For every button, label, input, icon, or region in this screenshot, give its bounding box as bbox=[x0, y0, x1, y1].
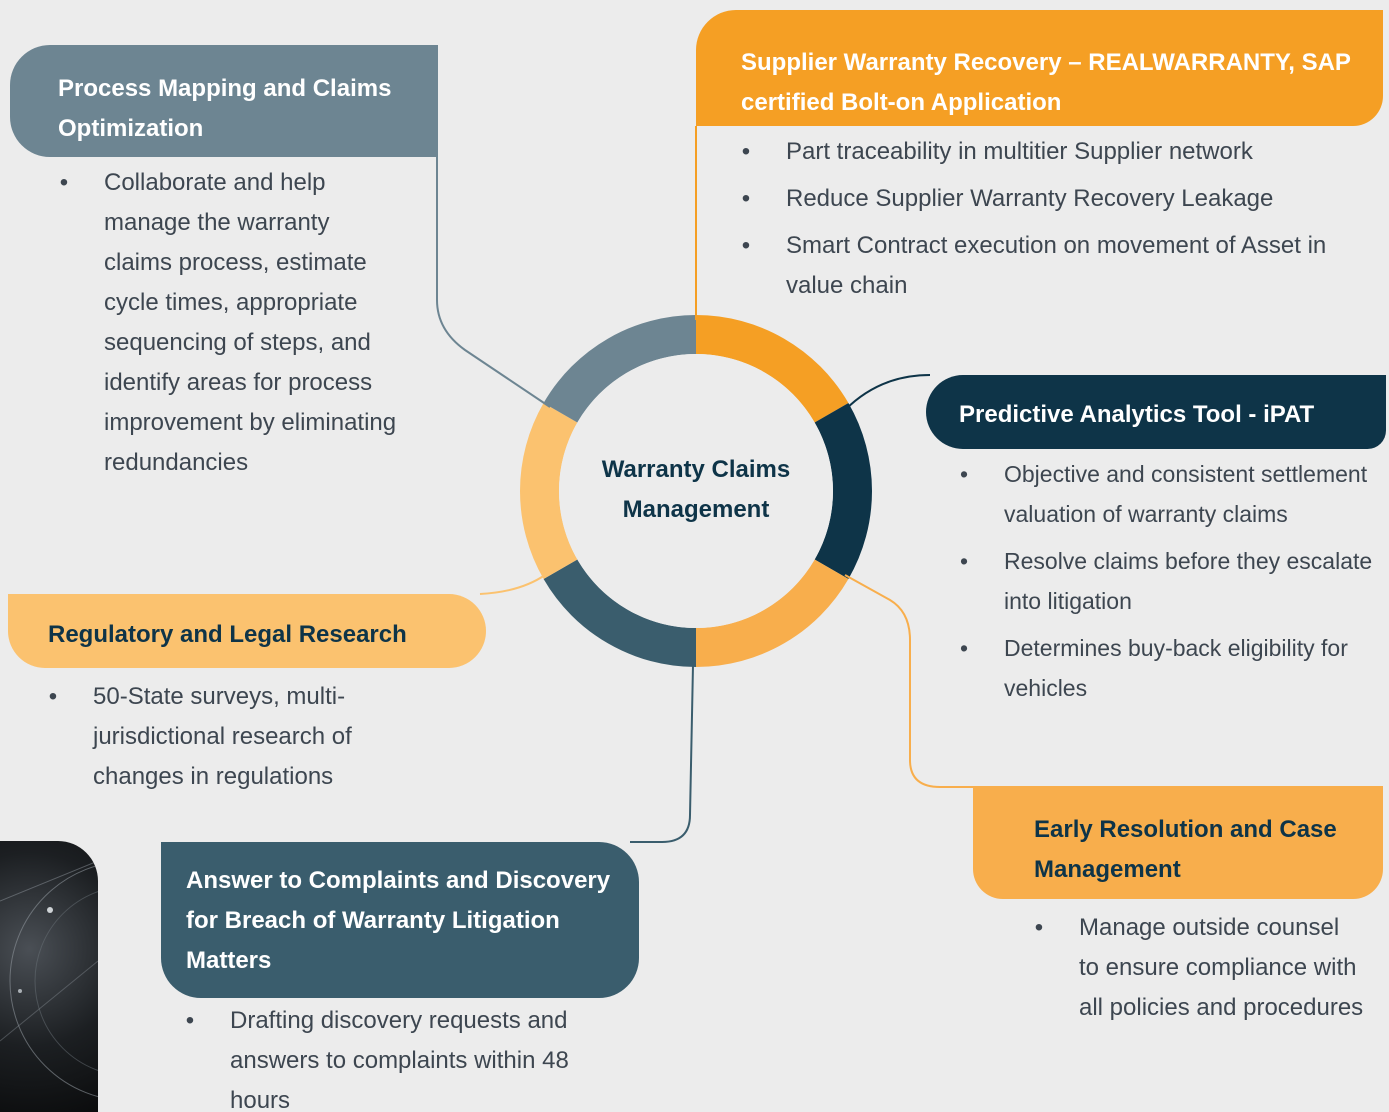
answer-bullet-text: Drafting discovery requests and answers … bbox=[230, 1007, 569, 1112]
predictive-bullet-text: Resolve claims before they escalate into… bbox=[1004, 548, 1373, 614]
predictive-analytics-header: Predictive Analytics Tool - iPAT bbox=[926, 375, 1386, 449]
predictive-bullet-item: • Resolve claims before they escalate int… bbox=[959, 541, 1389, 621]
bullet-dot-icon: • bbox=[59, 169, 69, 196]
early-bullet-text: Manage outside counsel to ensure complia… bbox=[1079, 914, 1364, 1021]
ring-segment-answer bbox=[543, 559, 696, 667]
predictive-bullet-item: • Objective and consistent settlement val… bbox=[959, 454, 1389, 534]
supplier-bullet-text: Reduce Supplier Warranty Recovery Leakag… bbox=[786, 185, 1274, 212]
answer-bullet-item: • Drafting discovery requests and answers… bbox=[185, 1001, 605, 1112]
connector-answer bbox=[630, 664, 694, 843]
bullet-dot-icon: • bbox=[741, 185, 751, 212]
early-resolution-header: Early Resolution and Case Management bbox=[973, 787, 1383, 899]
connector-process bbox=[436, 157, 551, 408]
globe-lines-graphic bbox=[0, 860, 98, 1098]
supplier-bullet-text: Smart Contract execution on movement of … bbox=[786, 232, 1327, 299]
supplier-bullet-item: • Reduce Supplier Warranty Recovery Leaka… bbox=[741, 179, 1371, 219]
center-ring bbox=[520, 315, 872, 667]
connector-early bbox=[844, 574, 1383, 788]
supplier-bullet-text: Part traceability in multitier Supplier … bbox=[786, 138, 1253, 165]
ring-segment-supplier bbox=[696, 315, 849, 423]
bullet-dot-icon: • bbox=[741, 232, 751, 259]
bullet-dot-icon: • bbox=[741, 138, 751, 165]
decorative-globe-image bbox=[0, 841, 98, 1112]
bullet-dot-icon: • bbox=[959, 635, 969, 661]
regulatory-research-bullets: • 50-State surveys, multi-jurisdictional … bbox=[48, 677, 388, 804]
bullet-dot-icon: • bbox=[959, 548, 969, 574]
supplier-warranty-header: Supplier Warranty Recovery – REALWARRANT… bbox=[696, 10, 1383, 126]
regulatory-research-header: Regulatory and Legal Research bbox=[8, 594, 486, 668]
ring-segment-early bbox=[696, 559, 849, 667]
early-bullet-item: • Manage outside counsel to ensure compli… bbox=[1034, 908, 1364, 1028]
connector-regulatory bbox=[479, 574, 546, 595]
supplier-bullet-item: • Part traceability in multitier Supplier… bbox=[741, 132, 1371, 172]
bullet-dot-icon: • bbox=[959, 461, 969, 487]
ring-segment-predictive bbox=[814, 403, 872, 579]
answer-complaints-bullets: • Drafting discovery requests and answers… bbox=[185, 1001, 605, 1112]
bullet-dot-icon: • bbox=[1034, 914, 1044, 941]
ring-segment-regulatory bbox=[520, 403, 578, 579]
predictive-analytics-bullets: • Objective and consistent settlement val… bbox=[959, 454, 1389, 715]
regulatory-bullet-text: 50-State surveys, multi-jurisdictional r… bbox=[93, 683, 352, 790]
process-bullet-text: Collaborate and help manage the warranty… bbox=[104, 169, 397, 476]
ring-segment-process bbox=[543, 315, 696, 423]
predictive-bullet-text: Objective and consistent settlement valu… bbox=[1004, 461, 1368, 527]
answer-complaints-header: Answer to Complaints and Discovery for B… bbox=[161, 842, 639, 998]
bullet-dot-icon: • bbox=[185, 1007, 195, 1034]
process-mapping-header: Process Mapping and Claims Optimization bbox=[10, 45, 438, 157]
early-resolution-bullets: • Manage outside counsel to ensure compli… bbox=[1034, 908, 1364, 1035]
ring-center-disc bbox=[559, 354, 833, 628]
regulatory-bullet-item: • 50-State surveys, multi-jurisdictional … bbox=[48, 677, 388, 797]
process-mapping-bullets: • Collaborate and help manage the warrant… bbox=[59, 163, 399, 490]
predictive-bullet-text: Determines buy-back eligibility for vehi… bbox=[1004, 635, 1348, 701]
bullet-dot-icon: • bbox=[48, 683, 58, 710]
supplier-bullet-item: • Smart Contract execution on movement of… bbox=[741, 226, 1371, 306]
connector-lines bbox=[436, 126, 1383, 843]
predictive-bullet-item: • Determines buy-back eligibility for veh… bbox=[959, 628, 1389, 708]
connector-predictive bbox=[844, 374, 931, 411]
center-title: Warranty Claims Management bbox=[601, 456, 791, 523]
process-bullet-item: • Collaborate and help manage the warrant… bbox=[59, 163, 399, 483]
supplier-warranty-bullets: • Part traceability in multitier Supplier… bbox=[741, 132, 1371, 313]
